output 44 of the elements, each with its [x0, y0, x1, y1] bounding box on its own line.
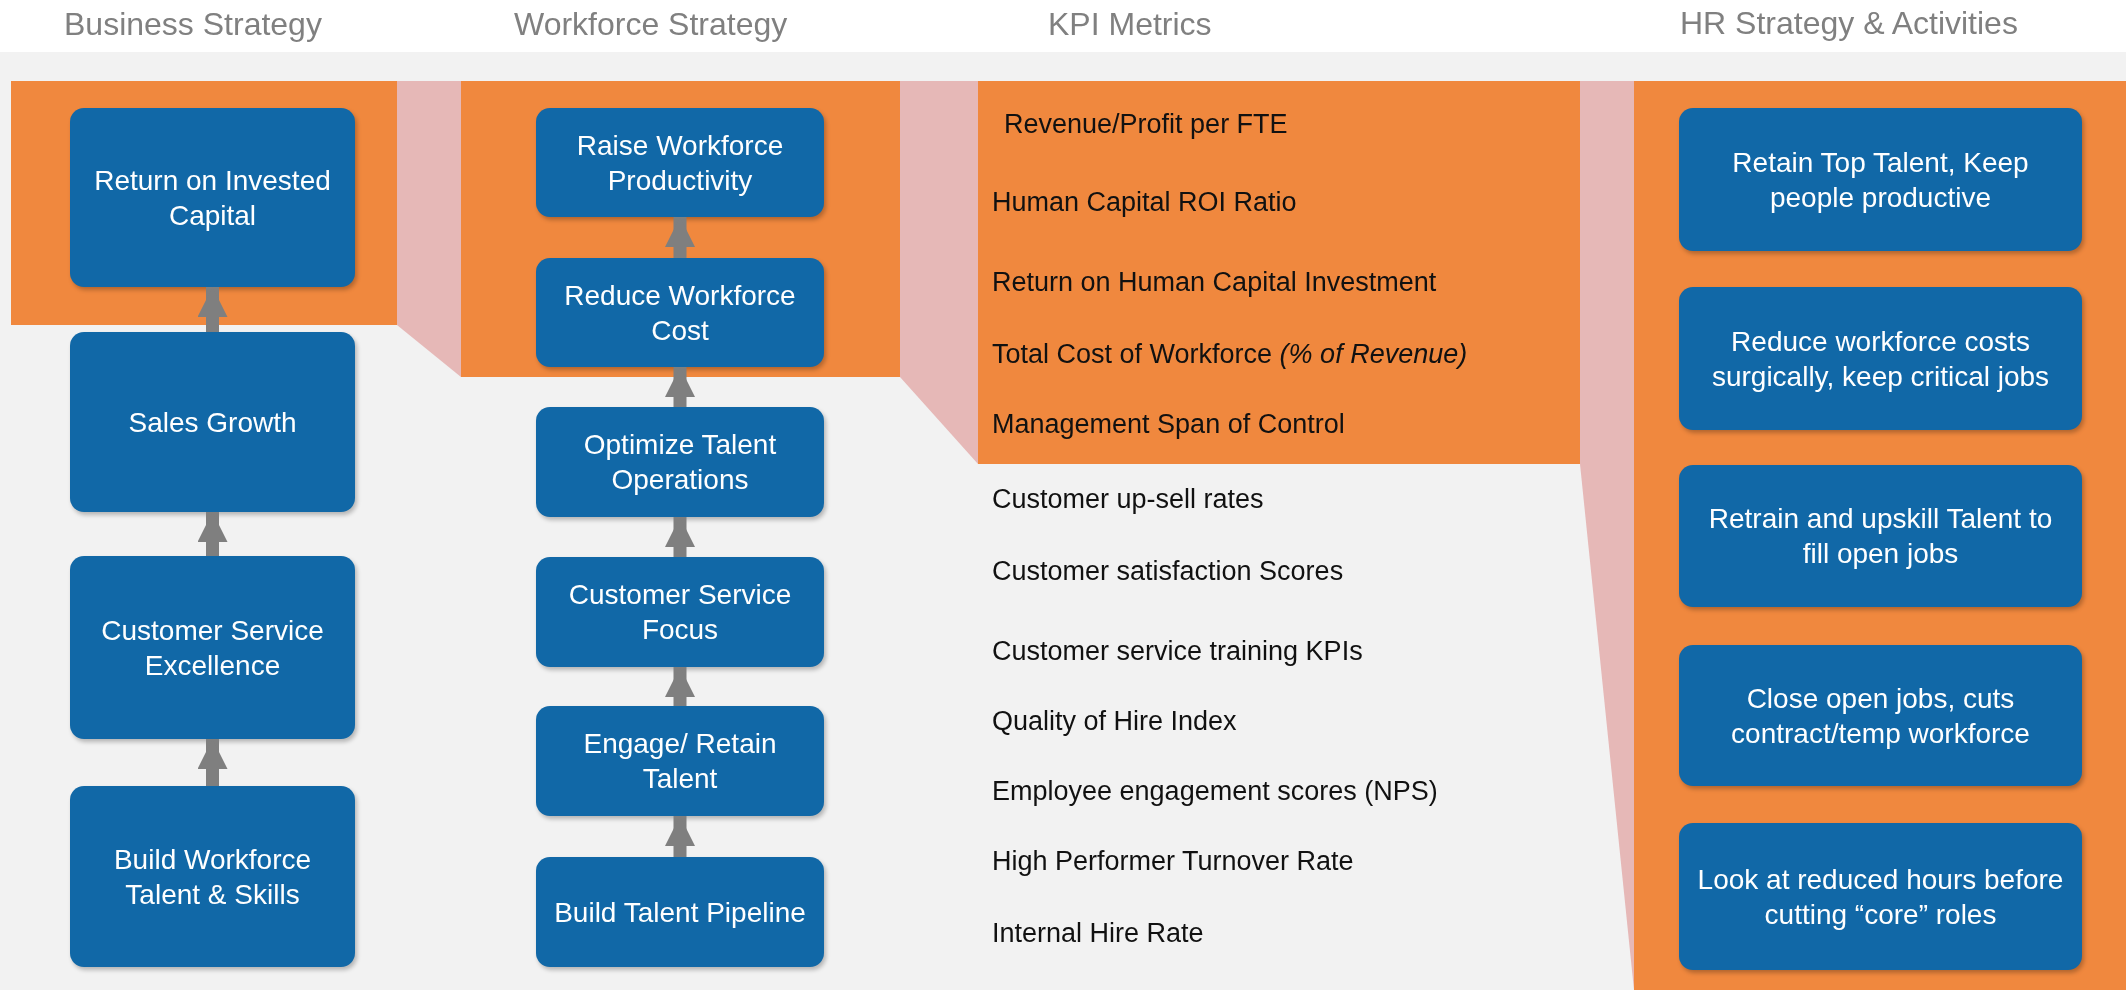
strategy-box: Reduce workforce costs surgically, keep critical jobs: [1679, 287, 2082, 430]
strategy-box: Build Workforce Talent & Skills: [70, 786, 355, 967]
column-heading: Workforce Strategy: [514, 6, 788, 43]
strategy-box: Customer Service Excellence: [70, 556, 355, 739]
kpi-label: Management Span of Control: [992, 409, 1345, 440]
arrow: [665, 367, 695, 407]
strategy-box: Retain Top Talent, Keep people productive: [1679, 108, 2082, 251]
kpi-label: Return on Human Capital Investment: [992, 267, 1437, 298]
kpi-label: Revenue/Profit per FTE: [1004, 109, 1288, 140]
strategy-box: Sales Growth: [70, 332, 355, 512]
connector-band: [900, 81, 978, 464]
strategy-box: Return on Invested Capital: [70, 108, 355, 287]
kpi-label: Customer satisfaction Scores: [992, 556, 1344, 587]
arrow: [665, 667, 695, 706]
kpi-label: Human Capital ROI Ratio: [992, 187, 1297, 218]
arrow: [197, 287, 228, 332]
strategy-box: Reduce Workforce Cost: [536, 258, 824, 367]
arrow: [197, 739, 228, 786]
arrow: [665, 217, 695, 258]
highlight-band: [11, 81, 397, 325]
kpi-label: Customer service training KPIs: [992, 636, 1363, 667]
kpi-label: Internal Hire Rate: [992, 918, 1204, 949]
column-heading: HR Strategy & Activities: [1680, 5, 2018, 42]
column-heading: KPI Metrics: [1048, 6, 1212, 43]
strategy-box: Raise Workforce Productivity: [536, 108, 824, 217]
kpi-label: High Performer Turnover Rate: [992, 846, 1354, 877]
kpi-label: Employee engagement scores (NPS): [992, 776, 1438, 807]
highlight-band: [461, 81, 900, 377]
strategy-box: Optimize Talent Operations: [536, 407, 824, 517]
arrow: [665, 517, 695, 557]
strategy-box: Customer Service Focus: [536, 557, 824, 667]
strategy-box: Build Talent Pipeline: [536, 857, 824, 967]
connector-band: [397, 81, 461, 377]
arrow: [665, 816, 695, 857]
kpi-label: Quality of Hire Index: [992, 706, 1237, 737]
kpi-label: Total Cost of Workforce (% of Revenue): [992, 339, 1468, 370]
strategy-box: Look at reduced hours before cutting “core” roles: [1679, 823, 2082, 970]
column-heading: Business Strategy: [64, 6, 322, 43]
kpi-label: Customer up-sell rates: [992, 484, 1264, 515]
strategy-box: Retrain and upskill Talent to fill open jobs: [1679, 465, 2082, 607]
kpi-highlight-band: [978, 81, 1580, 464]
arrow: [197, 512, 228, 556]
strategy-box: Engage/ Retain Talent: [536, 706, 824, 816]
strategy-box: Close open jobs, cuts contract/temp workforce: [1679, 645, 2082, 786]
